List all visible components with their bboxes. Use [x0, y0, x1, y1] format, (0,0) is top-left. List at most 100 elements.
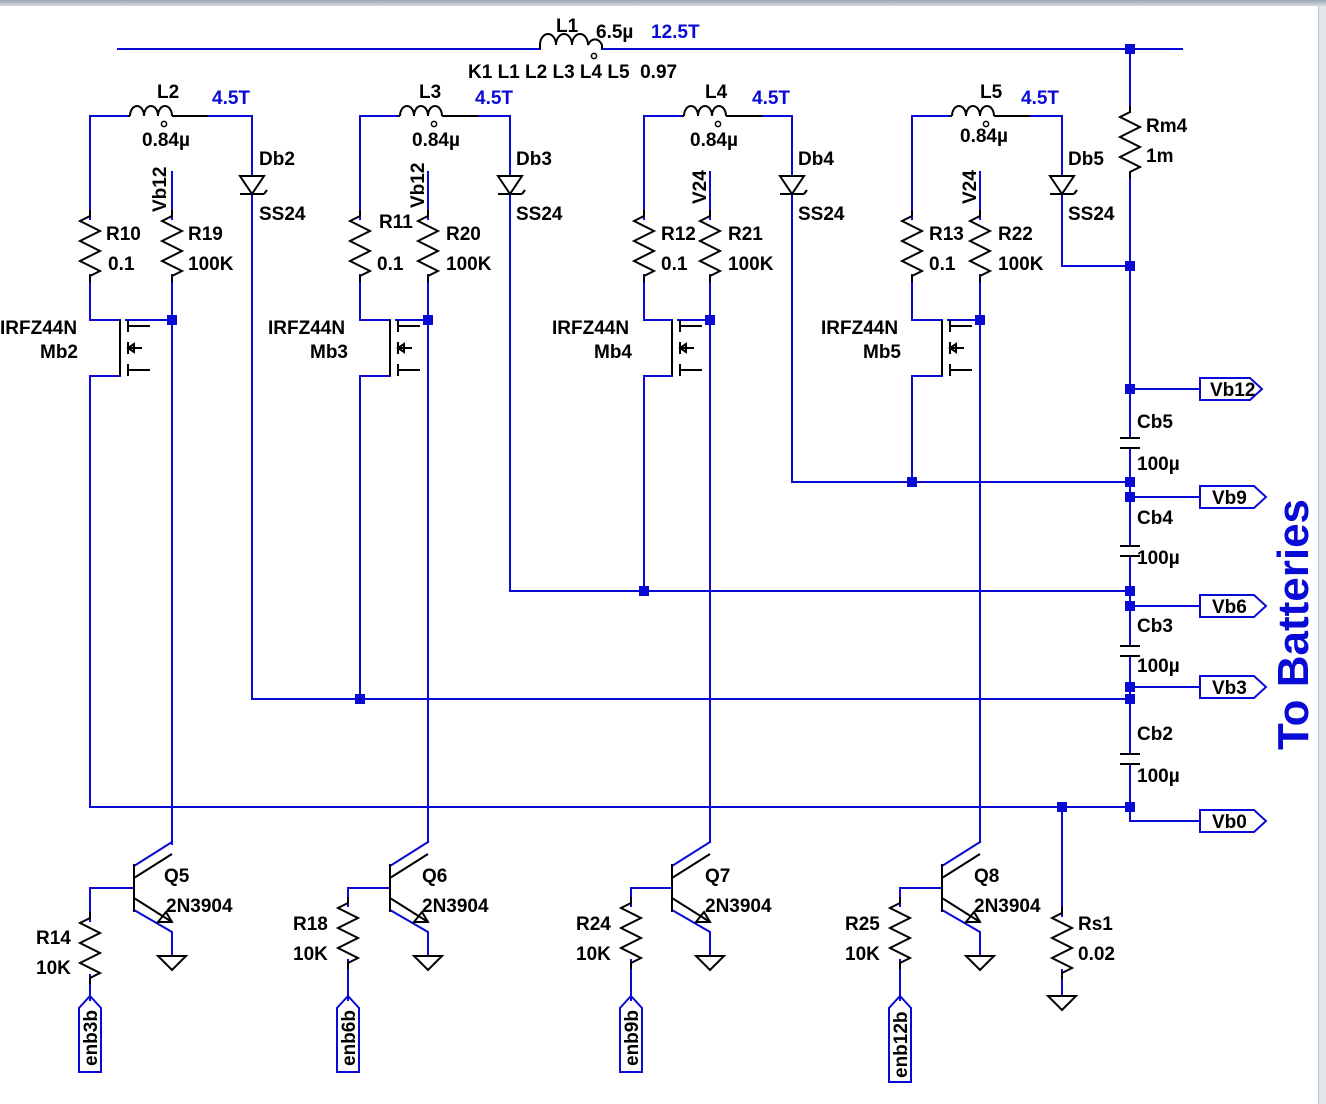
resistor-R18[interactable]: [337, 896, 359, 970]
l1-ref: L1: [556, 16, 579, 37]
l4-rating: 4.5T: [752, 88, 790, 109]
q8-ref: Q8: [974, 866, 999, 887]
r21-value: 100K: [728, 254, 774, 275]
resistor-R25[interactable]: [889, 896, 911, 970]
rm4-value: 1m: [1146, 146, 1173, 167]
db5-part: SS24: [1068, 204, 1115, 225]
l4-ref: L4: [705, 82, 728, 103]
ground-icon: [695, 955, 725, 971]
ground-icon: [413, 955, 443, 971]
window-title-bar: [0, 0, 1326, 6]
supply-label-4: V24: [960, 170, 981, 204]
l3-rating: 4.5T: [475, 88, 513, 109]
inductor-L2[interactable]: [128, 105, 208, 128]
diode-Db2[interactable]: [239, 175, 268, 195]
output-vb3[interactable]: Vb3: [1212, 678, 1247, 699]
resistor-Rs1[interactable]: [1051, 906, 1073, 980]
enable-enb9b[interactable]: enb9b: [622, 1010, 643, 1066]
db3-part: SS24: [516, 204, 563, 225]
capacitor-Cb2[interactable]: [1119, 753, 1141, 765]
side-title: To Batteries: [1269, 499, 1318, 750]
output-vb9[interactable]: Vb9: [1212, 488, 1247, 509]
output-vb0[interactable]: Vb0: [1212, 812, 1247, 833]
supply-label-3: V24: [690, 170, 711, 204]
capacitor-Cb3[interactable]: [1119, 645, 1141, 657]
mosfet-Mb5[interactable]: [941, 319, 973, 377]
r25-value: 10K: [845, 944, 880, 965]
r20-value: 100K: [446, 254, 492, 275]
inductor-L3[interactable]: [398, 105, 478, 128]
r10-value: 0.1: [108, 254, 135, 275]
resistor-Rm4[interactable]: [1119, 105, 1141, 179]
r24-value: 10K: [576, 944, 611, 965]
resistor-R19[interactable]: [161, 209, 183, 283]
capacitor-Cb5[interactable]: [1119, 437, 1141, 449]
inductor-L5[interactable]: [950, 105, 1030, 128]
l5-value: 0.84µ: [960, 126, 1008, 147]
resistor-R24[interactable]: [620, 896, 642, 970]
diode-Db5[interactable]: [1049, 175, 1078, 195]
db2-ref: Db2: [259, 149, 295, 170]
q5-ref: Q5: [164, 866, 190, 887]
resistor-R13[interactable]: [901, 209, 923, 283]
inductor-L1[interactable]: [539, 33, 603, 60]
output-vb12[interactable]: Vb12: [1210, 380, 1255, 401]
cb5-ref: Cb5: [1137, 412, 1173, 433]
mb5-ref: Mb5: [863, 342, 901, 363]
l5-rating: 4.5T: [1021, 88, 1059, 109]
resistor-R21[interactable]: [699, 209, 721, 283]
mb2-part: IRFZ44N: [0, 318, 77, 339]
db5-ref: Db5: [1068, 149, 1104, 170]
inductor-L4[interactable]: [682, 105, 762, 128]
r22-ref: R22: [998, 224, 1033, 245]
r19-ref: R19: [188, 224, 223, 245]
r14-ref: R14: [36, 928, 71, 949]
db2-part: SS24: [259, 204, 306, 225]
r12-value: 0.1: [661, 254, 688, 275]
l2-ref: L2: [157, 82, 179, 103]
l2-rating: 4.5T: [212, 88, 250, 109]
r11-value: 0.1: [377, 254, 404, 275]
resistor-R22[interactable]: [969, 209, 991, 283]
mosfet-Mb3[interactable]: [389, 319, 421, 377]
resistor-R20[interactable]: [417, 209, 439, 283]
q6-ref: Q6: [422, 866, 447, 887]
resistor-R14[interactable]: [79, 911, 101, 985]
q8-part: 2N3904: [974, 896, 1041, 917]
r14-value: 10K: [36, 958, 71, 979]
l4-value: 0.84µ: [690, 130, 738, 151]
enable-flag-shapes: [78, 994, 912, 1083]
mosfet-Mb4[interactable]: [671, 319, 703, 377]
resistor-R11[interactable]: [349, 209, 371, 283]
db3-ref: Db3: [516, 149, 552, 170]
l1-rating: 12.5T: [651, 22, 700, 43]
r10-ref: R10: [106, 224, 141, 245]
r18-value: 10K: [293, 944, 328, 965]
diode-Db3[interactable]: [497, 175, 526, 195]
mb4-part: IRFZ44N: [552, 318, 629, 339]
q6-part: 2N3904: [422, 896, 489, 917]
r11-ref: R11: [379, 212, 413, 233]
mb3-ref: Mb3: [310, 342, 348, 363]
r12-ref: R12: [661, 224, 696, 245]
r21-ref: R21: [728, 224, 763, 245]
enable-enb12b[interactable]: enb12b: [891, 1011, 912, 1078]
diode-Db4[interactable]: [779, 175, 808, 195]
l5-ref: L5: [980, 82, 1003, 103]
cb5-value: 100µ: [1137, 454, 1180, 475]
r25-ref: R25: [845, 914, 880, 935]
enable-enb6b[interactable]: enb6b: [339, 1010, 360, 1066]
resistor-R10[interactable]: [79, 209, 101, 283]
window-right-edge: [1318, 6, 1326, 1104]
r22-value: 100K: [998, 254, 1044, 275]
resistor-R12[interactable]: [633, 209, 655, 283]
mosfet-Mb2[interactable]: [119, 319, 151, 377]
cb3-ref: Cb3: [1137, 616, 1173, 637]
output-vb6[interactable]: Vb6: [1212, 597, 1247, 618]
coupling-directive[interactable]: K1 L1 L2 L3 L4 L5 0.97: [468, 62, 677, 83]
mb2-ref: Mb2: [40, 342, 78, 363]
rs1-ref: Rs1: [1078, 914, 1113, 935]
l3-ref: L3: [419, 82, 441, 103]
enable-enb3b[interactable]: enb3b: [81, 1010, 102, 1066]
